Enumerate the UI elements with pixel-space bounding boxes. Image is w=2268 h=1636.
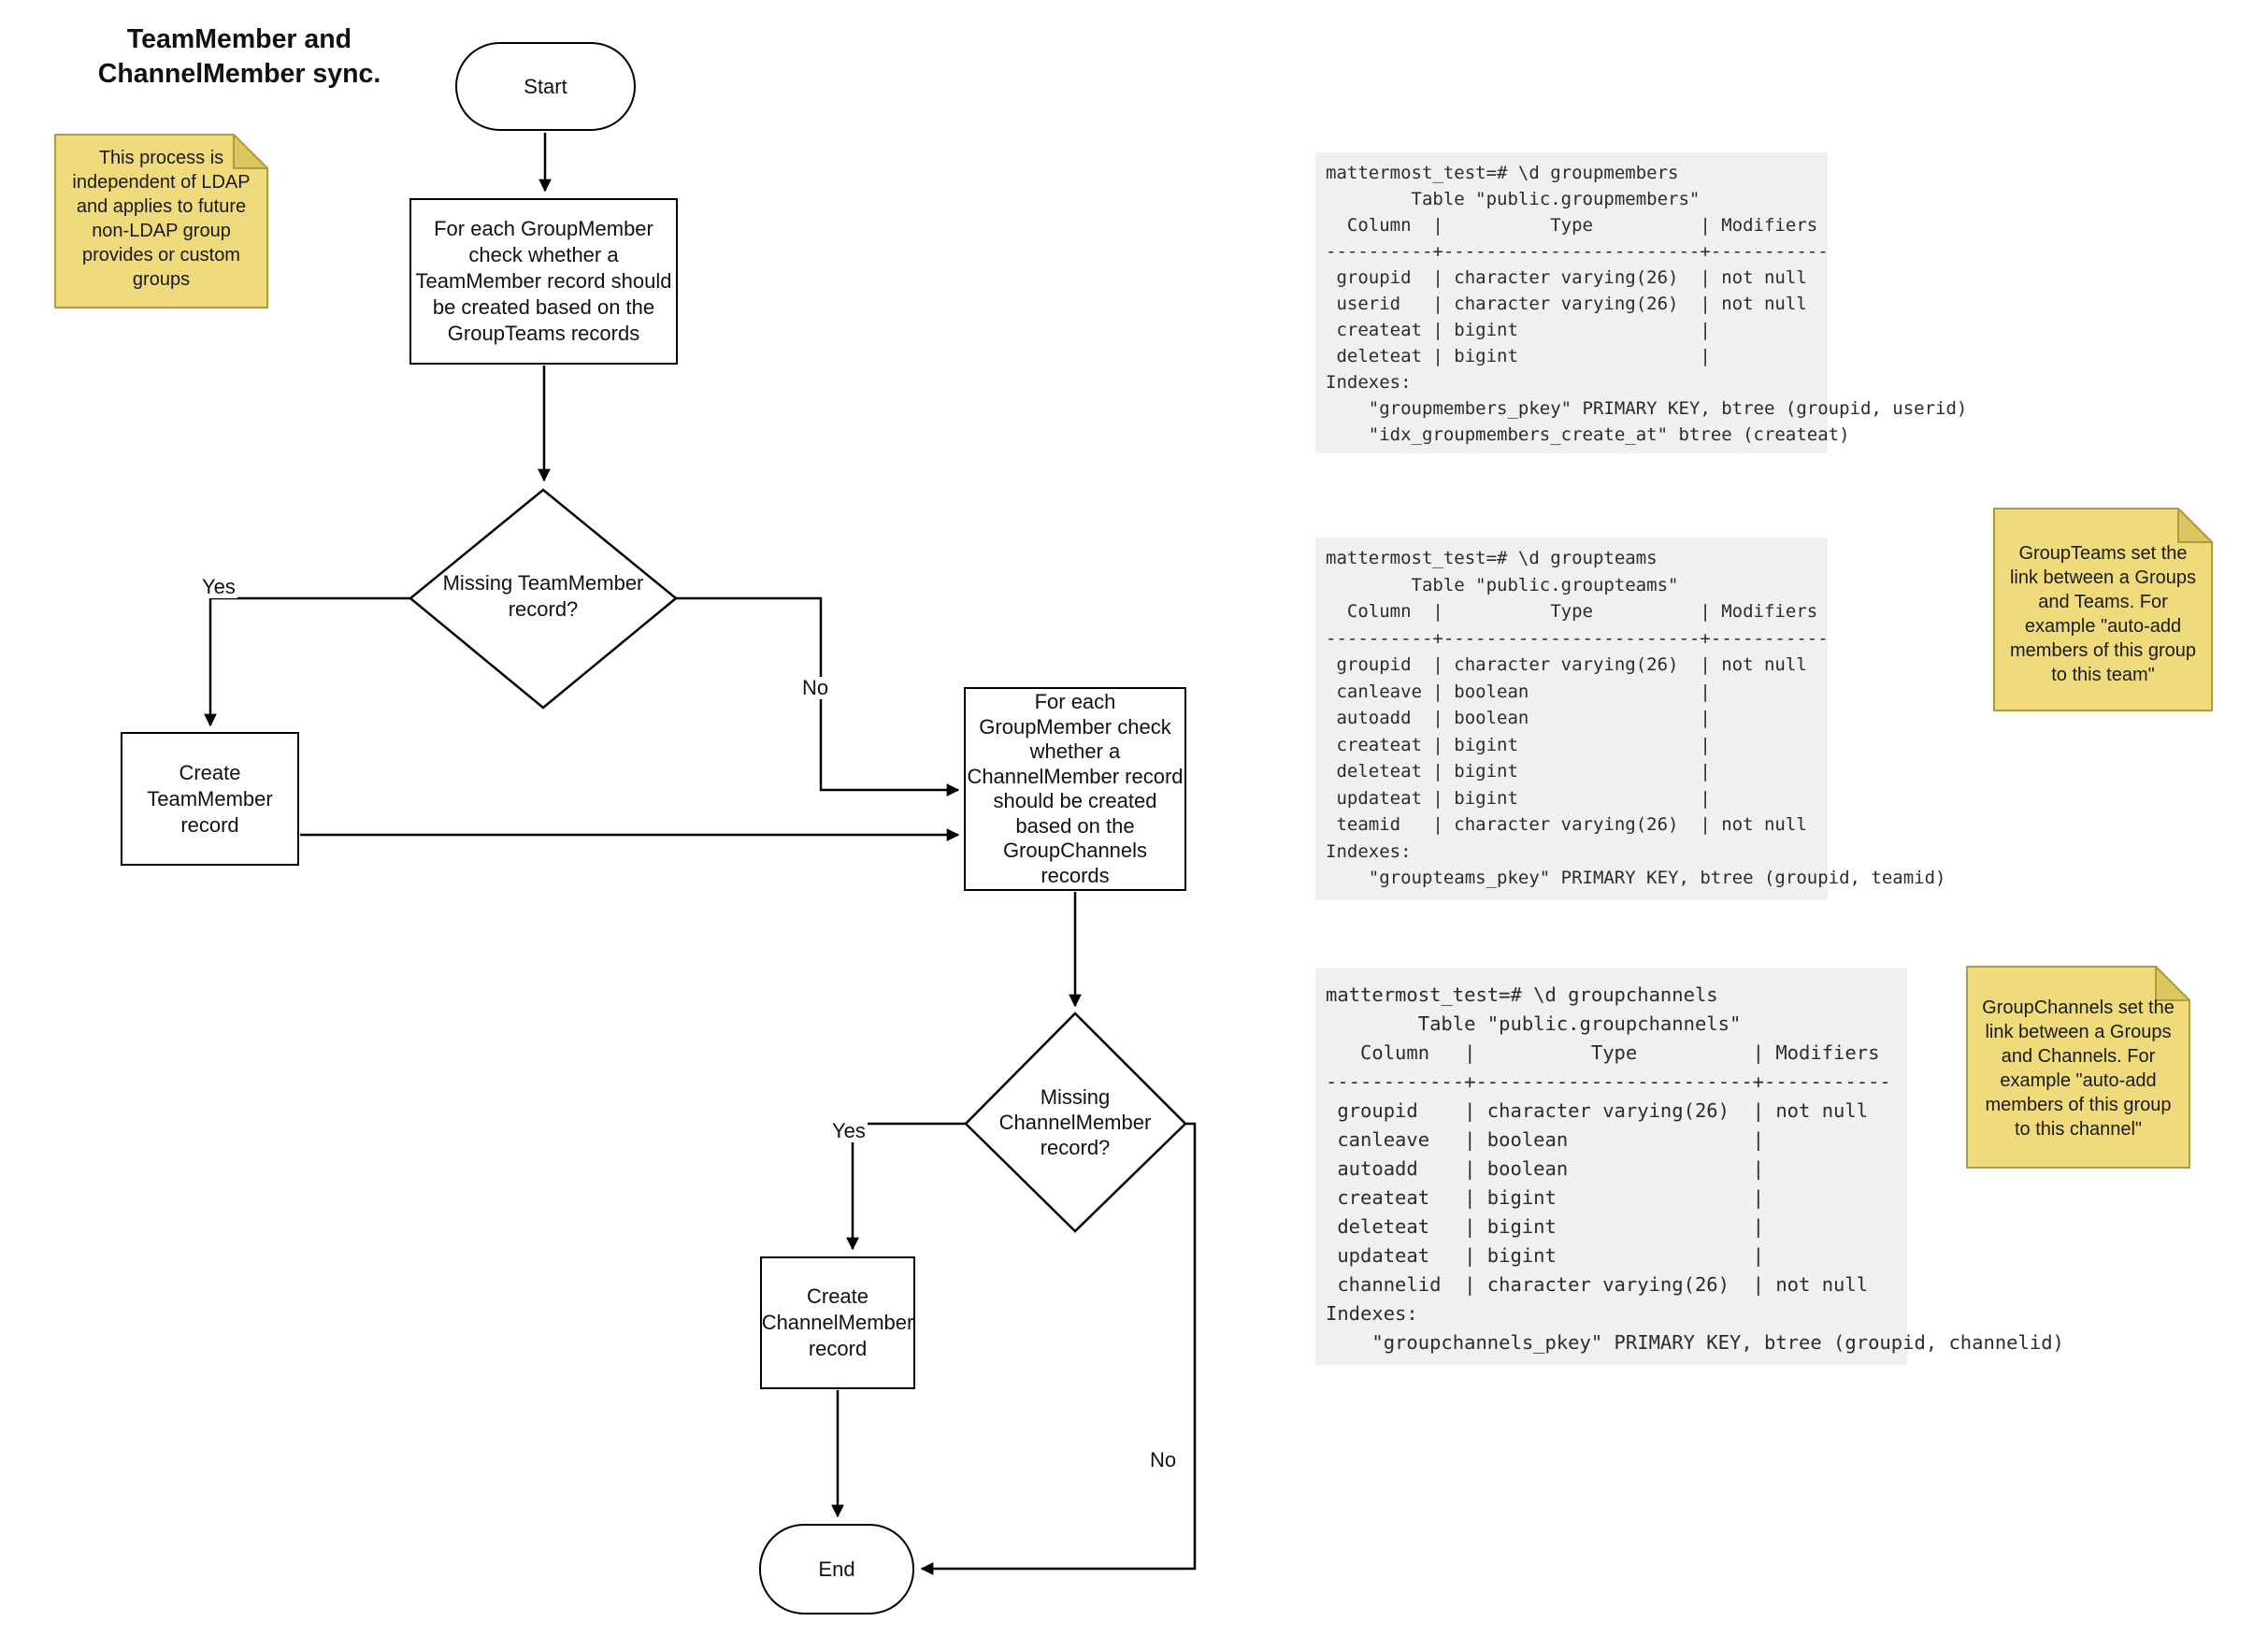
edge-decision2-no bbox=[920, 1122, 1197, 1575]
edge-label-yes-teammember: Yes bbox=[200, 575, 237, 598]
code-block-groupmembers: mattermost_test=# \d groupmembers Table … bbox=[1315, 152, 1968, 453]
decision-teammember-label: Missing TeamMember record? bbox=[442, 571, 644, 621]
decision-teammember-shape bbox=[409, 488, 678, 710]
edge-decision2-yes bbox=[846, 1122, 966, 1251]
create-teammember-node: Create TeamMember record bbox=[121, 732, 299, 866]
edge-label-no-teammember: No bbox=[800, 676, 831, 699]
code-block-groupchannels: mattermost_test=# \d groupchannels Table… bbox=[1315, 968, 2064, 1365]
sticky-note-text: GroupTeams set the link between a Groups… bbox=[2009, 543, 2196, 685]
process-teammember-node: For each GroupMember check whether a Tea… bbox=[409, 198, 678, 365]
sticky-note-text: GroupChannels set the link between a Gro… bbox=[1982, 997, 2175, 1140]
edge-label-no-channelmember: No bbox=[1148, 1448, 1179, 1471]
sticky-note-shape bbox=[1966, 966, 2190, 1169]
sticky-note-shape bbox=[1993, 508, 2213, 711]
process-channelmember-node: For each GroupMember check whether a Cha… bbox=[964, 687, 1186, 891]
code-text-groupteams: mattermost_test=# \d groupteams Table "p… bbox=[1326, 548, 1946, 888]
sticky-note-ldap: This process is independent of LDAP and … bbox=[54, 134, 268, 309]
start-node: Start bbox=[455, 42, 636, 131]
edge-decision1-yes bbox=[204, 596, 410, 727]
page-title: TeamMember and ChannelMember sync. bbox=[97, 24, 381, 89]
sticky-note-groupchannels: GroupChannels set the link between a Gro… bbox=[1966, 966, 2190, 1169]
decision-channelmember-label: Missing ChannelMember record? bbox=[998, 1085, 1152, 1159]
edge-label-yes-channelmember: Yes bbox=[830, 1119, 868, 1142]
end-node: End bbox=[759, 1524, 914, 1614]
sticky-note-text: This process is independent of LDAP and … bbox=[72, 148, 251, 290]
decision-channelmember-shape bbox=[964, 1012, 1187, 1233]
code-block-groupteams: mattermost_test=# \d groupteams Table "p… bbox=[1315, 538, 1946, 900]
create-channelmember-node: Create ChannelMember record bbox=[760, 1256, 915, 1389]
sticky-note-shape bbox=[54, 134, 268, 309]
sticky-note-groupteams: GroupTeams set the link between a Groups… bbox=[1993, 508, 2213, 711]
code-text-groupchannels: mattermost_test=# \d groupchannels Table… bbox=[1326, 983, 2064, 1354]
code-text-groupmembers: mattermost_test=# \d groupmembers Table … bbox=[1326, 163, 1968, 445]
